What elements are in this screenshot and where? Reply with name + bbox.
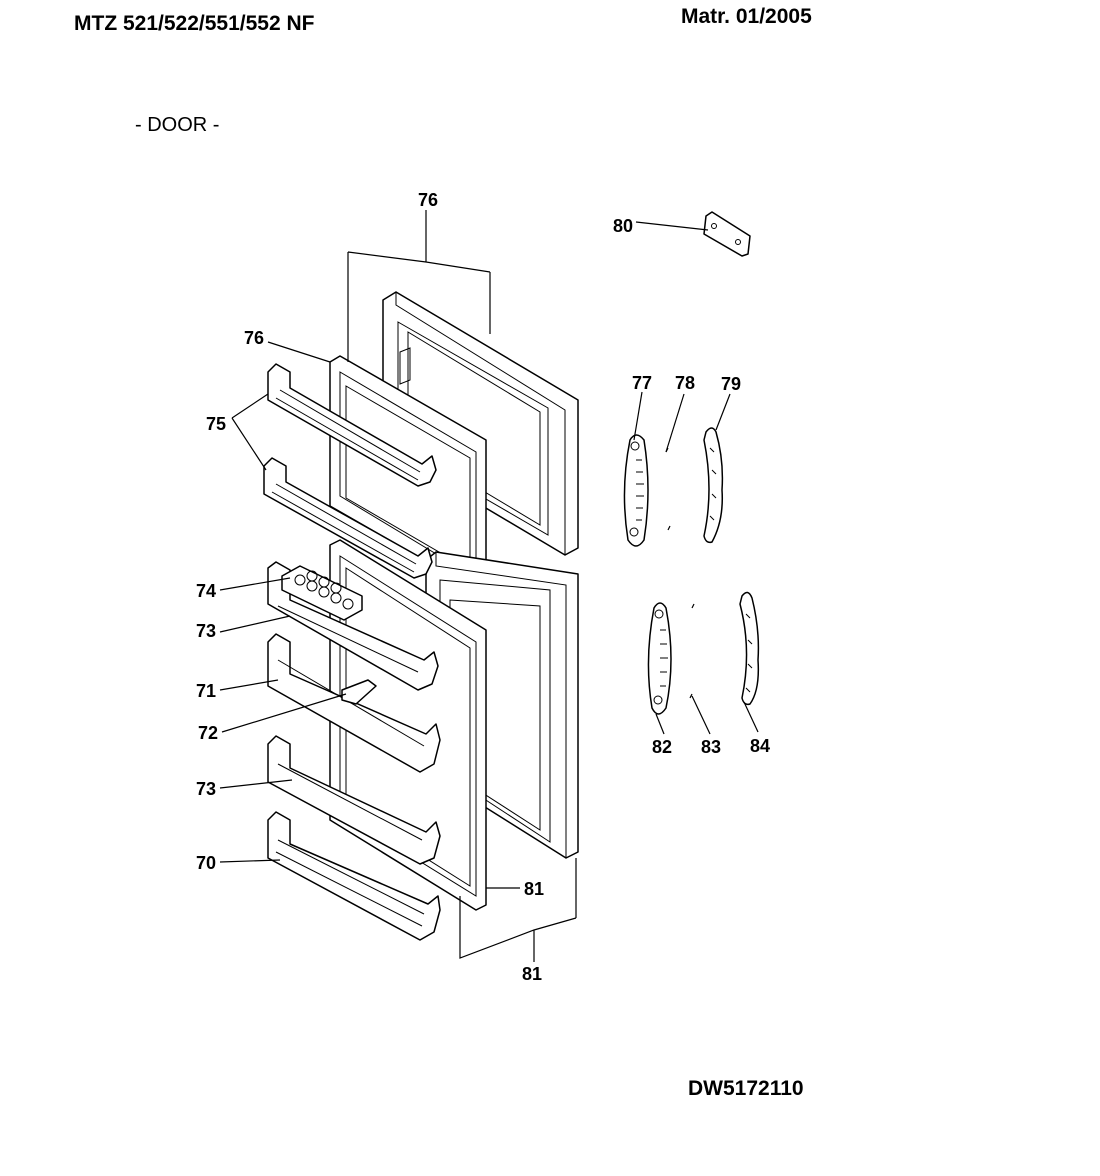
callout-76-top: 76: [418, 190, 438, 210]
shelf-upper-2: [263, 457, 433, 579]
shelf-upper-1: [267, 363, 437, 487]
callout-72: 72: [198, 723, 218, 743]
callout-78: 78: [675, 373, 695, 393]
shelf-bottom: [267, 811, 441, 941]
handle-bottom: [647, 602, 672, 715]
shelf-egg: [267, 561, 439, 691]
callout-81-liner: 81: [524, 879, 544, 899]
callout-73-a: 73: [196, 621, 216, 641]
callout-74: 74: [196, 581, 216, 601]
leader-lines: [219, 210, 759, 962]
callout-84: 84: [750, 736, 770, 756]
shelf-lower: [267, 735, 441, 865]
shelf-bottle: [267, 633, 441, 773]
handle-cap-bottom: [739, 591, 760, 706]
callout-83: 83: [701, 737, 721, 757]
hinge-cover: [703, 211, 751, 257]
callout-77: 77: [632, 373, 652, 393]
section-title: - DOOR -: [135, 114, 220, 136]
callout-71: 71: [196, 681, 216, 701]
callout-82: 82: [652, 737, 672, 757]
drawing-number: DW5172110: [688, 1077, 804, 1100]
handle-top: [623, 434, 649, 547]
callout-73-b: 73: [196, 779, 216, 799]
callout-75: 75: [206, 414, 226, 434]
callout-70: 70: [196, 853, 216, 873]
callout-80: 80: [613, 216, 633, 236]
screw-bottom: [689, 603, 695, 699]
egg-tray: [281, 565, 363, 621]
callout-76-liner: 76: [244, 328, 264, 348]
callout-79: 79: [721, 374, 741, 394]
screw-top: [665, 447, 671, 531]
handle-cap-top: [703, 427, 724, 544]
material-date: Matr. 01/2005: [681, 5, 812, 28]
model-title: MTZ 521/522/551/552 NF: [74, 12, 315, 35]
callout-81-frame: 81: [522, 964, 542, 984]
